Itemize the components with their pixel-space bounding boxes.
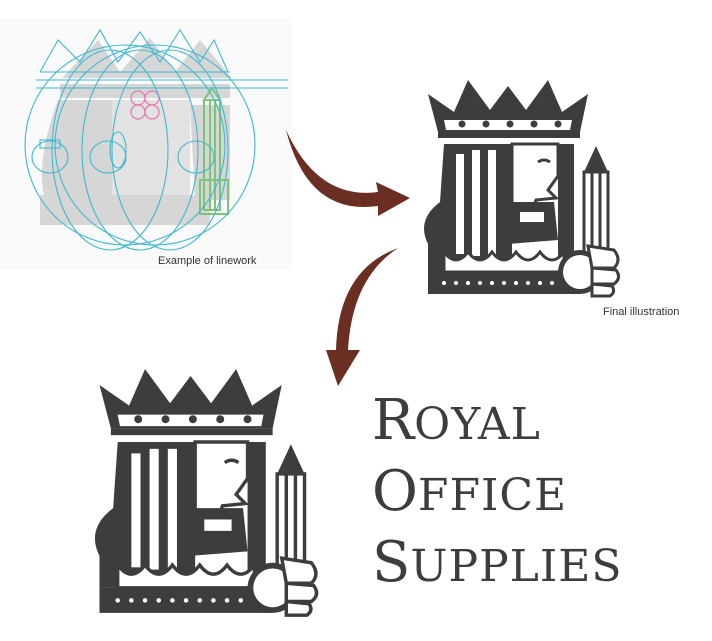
wordmark-line-3: SUPPLIES bbox=[372, 530, 623, 595]
curved-arrow-icon bbox=[286, 130, 410, 216]
curved-arrow-icon bbox=[326, 248, 398, 386]
wordmark-line-2: OFFICE bbox=[372, 459, 568, 524]
caption-final: Final illustration bbox=[603, 306, 680, 318]
linework-sketch-panel: Example of linework bbox=[0, 0, 300, 275]
wordmark-line-1: ROYAL bbox=[372, 388, 541, 453]
brand-wordmark: ROYAL OFFICE SUPPLIES bbox=[372, 392, 702, 605]
king-mascot-icon bbox=[93, 367, 319, 617]
caption-linework: Example of linework bbox=[158, 255, 257, 267]
king-mascot-icon bbox=[422, 78, 621, 298]
linework-sketch-icon bbox=[24, 28, 288, 251]
